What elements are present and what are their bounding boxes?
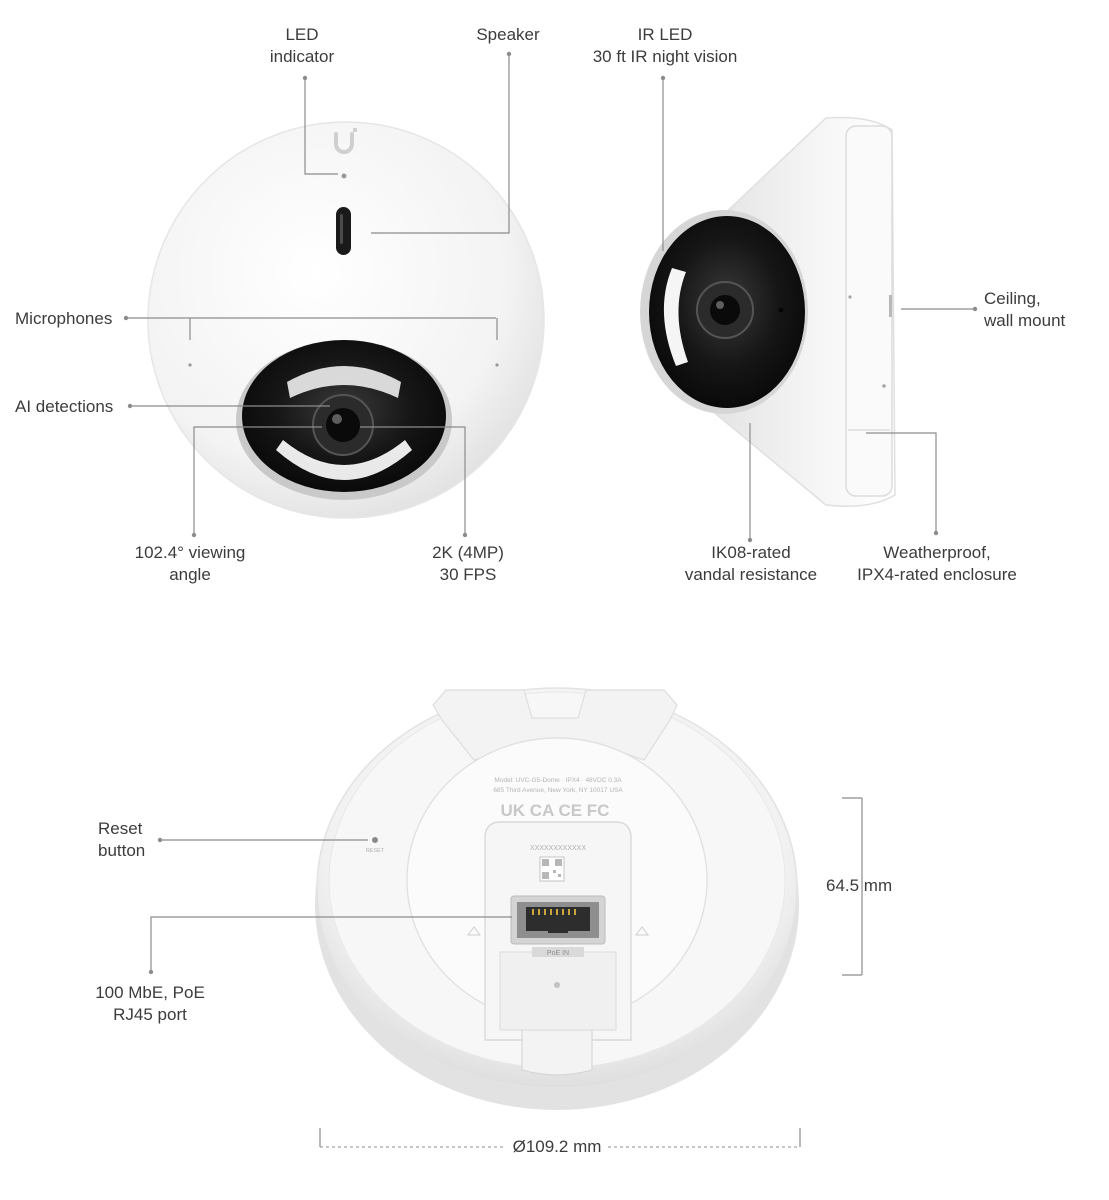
side-lens-dome [640, 210, 808, 414]
fine-print-text: XXXXXXXXXXXX [530, 845, 586, 852]
label-microphones-text: Microphones [15, 309, 113, 328]
led-dot [341, 173, 347, 179]
label-height-text: 64.5 mm [826, 876, 893, 895]
label-res-line1: 2K (4MP) [432, 543, 504, 562]
screw-hole [554, 982, 560, 988]
label-diameter: Ø109.2 mm [513, 1136, 602, 1158]
front-lens-dome [236, 340, 452, 500]
svg-text:Model: UVC-G5-Dome · IPX4 · 48: Model: UVC-G5-Dome · IPX4 · 48VDC 0.3A [494, 777, 622, 784]
label-microphones: Microphones [15, 308, 112, 330]
label-ir-line1: IR LED [637, 25, 693, 44]
label-enclosure-line2: IPX4-rated enclosure [857, 565, 1017, 584]
label-rj45-line1: 100 MbE, PoE [95, 983, 205, 1002]
front-camera [147, 121, 545, 519]
label-height: 64.5 mm [826, 875, 892, 897]
label-rj45: 100 MbE, PoE RJ45 port [95, 982, 205, 1026]
speaker-grille [336, 207, 351, 255]
ubiquiti-logo-icon [334, 128, 357, 154]
mic-left [188, 363, 192, 367]
label-mount-line1: Ceiling, [984, 289, 1041, 308]
label-enclosure: Weatherproof, IPX4-rated enclosure [857, 542, 1017, 586]
svg-text:685 Third Avenue, New York, NY: 685 Third Avenue, New York, NY 10017 USA [493, 787, 623, 794]
label-angle-line2: angle [169, 565, 211, 584]
reset-small-text: RESET [366, 848, 385, 854]
label-ik08-line2: vandal resistance [684, 565, 818, 584]
mic-right [495, 363, 499, 367]
label-ai-detections: AI detections [15, 396, 113, 418]
port-label-text: PoE IN [547, 950, 569, 957]
label-rj45-line2: RJ45 port [113, 1005, 187, 1024]
label-ik08: IK08-rated vandal resistance [685, 542, 817, 586]
label-resolution: 2K (4MP) 30 FPS [432, 542, 504, 586]
label-led-indicator: LED indicator [270, 24, 334, 68]
label-diameter-text: Ø109.2 mm [512, 1137, 602, 1156]
label-reset-line2: button [98, 841, 146, 860]
regulatory-marks: UK CA CE FC [501, 801, 610, 820]
label-angle-line1: 102.4° viewing [134, 543, 246, 562]
label-mount: Ceiling, wall mount [984, 288, 1065, 332]
label-mount-line2: wall mount [984, 311, 1066, 330]
leader-dots [123, 51, 978, 975]
label-ir-line2: 30 ft IR night vision [592, 47, 738, 66]
qr-code-icon [539, 856, 565, 882]
label-speaker: Speaker [476, 24, 539, 46]
label-ir-led: IR LED 30 ft IR night vision [593, 24, 738, 68]
label-led-line1: LED [285, 25, 319, 44]
rj45-port: PoE IN [510, 895, 606, 957]
label-res-line2: 30 FPS [439, 565, 497, 584]
diameter-ticks [319, 1128, 801, 1147]
bottom-camera: Model: UVC-G5-Dome · IPX4 · 48VDC 0.3A 6… [315, 687, 799, 1110]
label-reset-line1: Reset [98, 819, 143, 838]
label-ik08-line1: IK08-rated [711, 543, 791, 562]
label-speaker-text: Speaker [476, 25, 540, 44]
label-enclosure-line1: Weatherproof, [883, 543, 991, 562]
label-ai-text: AI detections [15, 397, 114, 416]
label-viewing-angle: 102.4° viewing angle [135, 542, 246, 586]
side-camera [640, 116, 896, 507]
leader-lines [126, 54, 975, 976]
reset-hole [372, 837, 378, 843]
label-led-line2: indicator [269, 47, 335, 66]
label-reset-button: Reset button [98, 818, 145, 862]
